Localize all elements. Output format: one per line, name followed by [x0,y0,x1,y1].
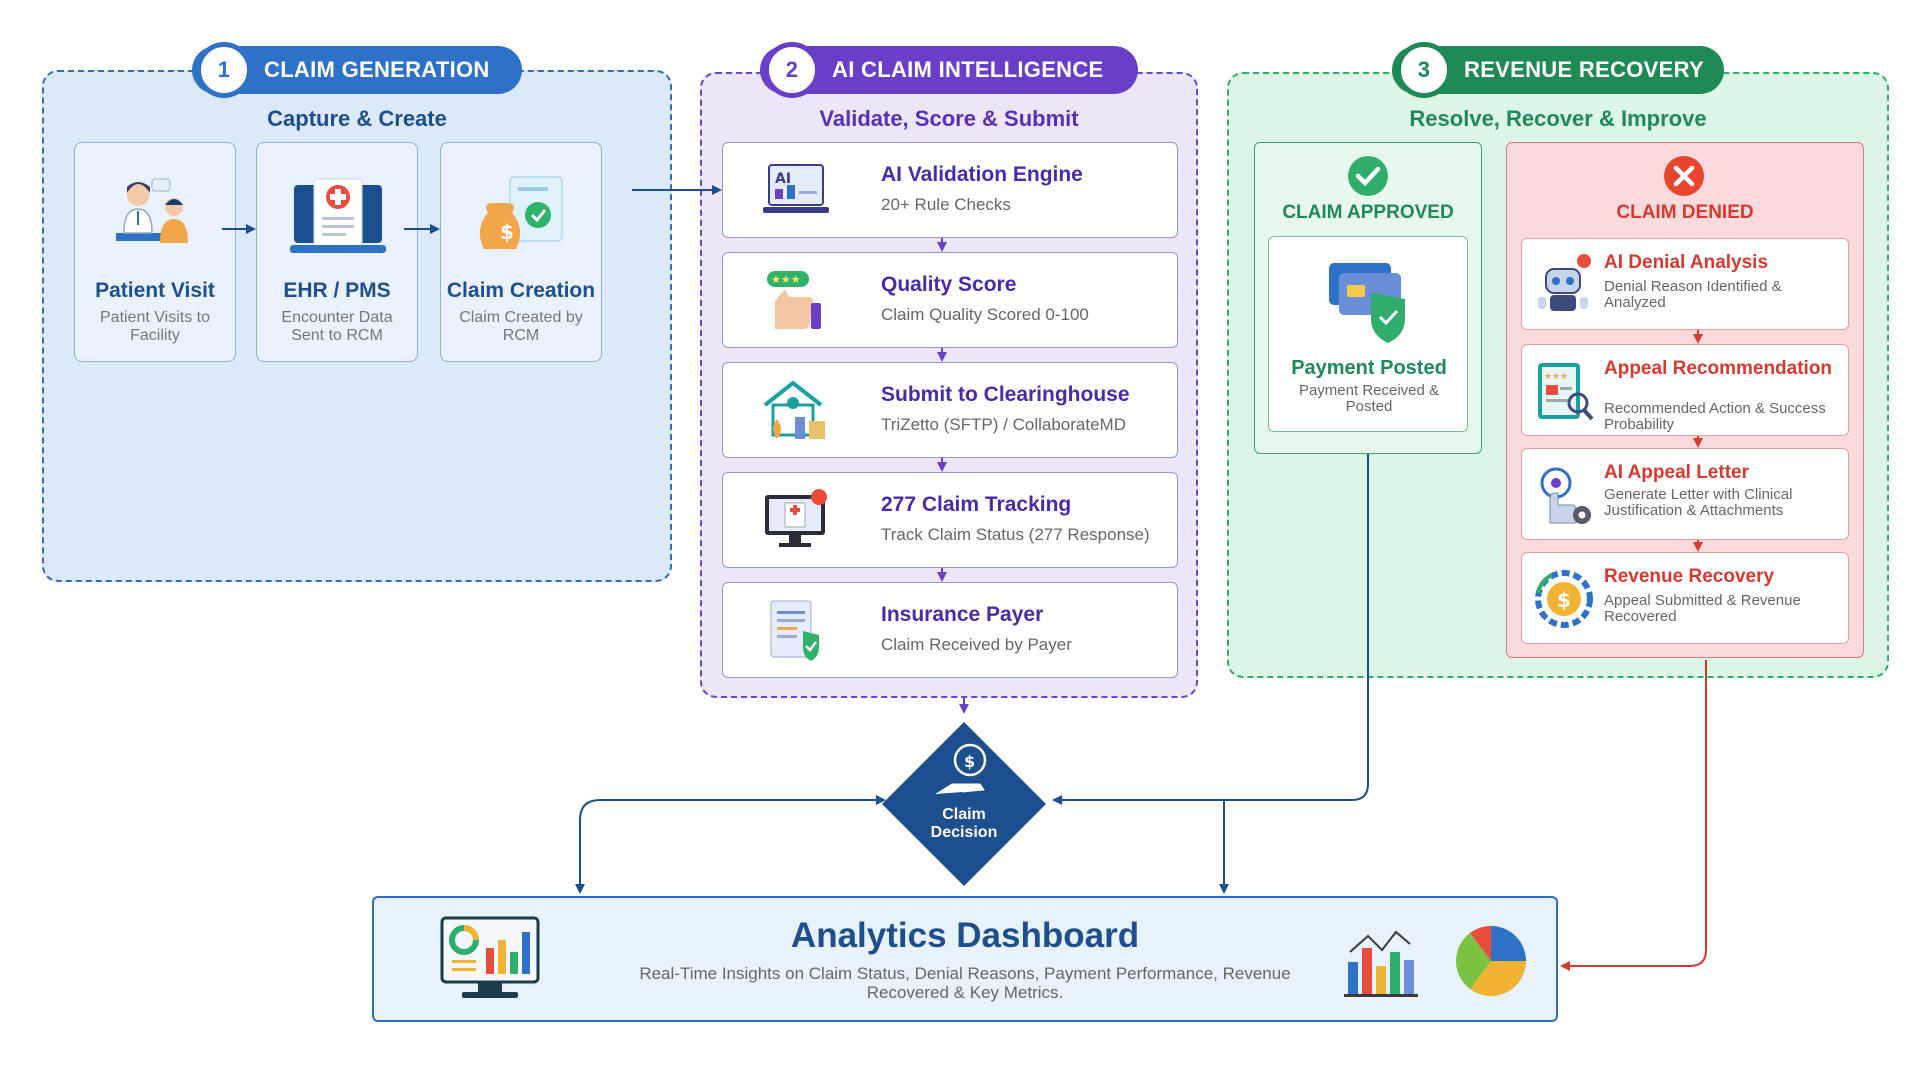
thumbs-up-icon: ★★★ [767,271,821,329]
svg-text:★★★: ★★★ [771,273,801,286]
ai-hand-gear-icon [1540,467,1591,524]
section-title: CLAIM GENERATION [264,57,490,82]
step-subtitle: TriZetto (SFTP) / CollaborateMD [881,415,1126,434]
step-card-revenue-recovery: $ Revenue Recovery Appeal Submitted & Re… [1521,552,1849,644]
check-circle-icon [1348,156,1388,196]
step-card-ai-appeal-letter: AI Appeal Letter Generate Letter with Cl… [1521,448,1849,540]
payment-posted-subtitle: Payment Received & Posted [1298,382,1440,415]
step-title: EHR / PMS [283,279,391,302]
step-subtitle: Denial Reason Identified & Analyzed [1604,278,1782,311]
step-title: Revenue Recovery [1604,566,1775,587]
section-subtitle: Capture & Create [267,106,447,131]
insurance-document-icon [770,600,819,661]
step-title: 277 Claim Tracking [881,493,1072,516]
step-card-quality-score: ★★★ Quality Score Claim Quality Scored 0… [722,252,1178,348]
ai-laptop-icon: AI [763,164,829,213]
robot-icon [1538,254,1591,311]
coin-gear-icon: $ [1535,570,1593,628]
step-subtitle: Appeal Submitted & Revenue Recovered [1604,592,1801,625]
svg-text:$: $ [1557,588,1571,612]
step-card-submit-clearinghouse: Submit to Clearinghouse TriZetto (SFTP) … [722,362,1178,458]
step-title: Claim Creation [446,279,596,302]
money-bag-icon: $ [479,176,563,249]
ehr-monitor-icon [290,178,386,253]
claim-decision-label: Claim Decision [930,806,998,841]
svg-text:$: $ [500,220,514,244]
svg-text:★★★: ★★★ [1544,372,1568,382]
step-card-patient-visit: Patient Visit Patient Visits to Facility [74,142,236,362]
step-subtitle: Generate Letter with Clinical Justificat… [1604,486,1793,519]
close-circle-icon [1664,156,1704,196]
pie-chart-icon [1456,926,1526,996]
analytics-title: Analytics Dashboard [790,916,1140,955]
section-title: REVENUE RECOVERY [1464,57,1704,82]
doctor-patient-icon [116,178,188,243]
payment-posted-card: Payment Posted Payment Received & Posted [1268,236,1468,432]
payment-posted-title: Payment Posted [1291,357,1447,379]
bar-chart-icon [1344,930,1418,997]
step-subtitle: Claim Created by RCM [459,309,583,344]
step-subtitle: Track Claim Status (277 Response) [881,525,1150,544]
step-title: AI Validation Engine [881,163,1083,186]
analytics-subtitle: Real-Time Insights on Claim Status, Deni… [639,964,1291,1002]
section-subtitle: Resolve, Recover & Improve [1409,106,1707,131]
step-title: AI Appeal Letter [1604,462,1749,483]
step-subtitle: Claim Quality Scored 0-100 [881,305,1089,324]
section-title: AI CLAIM INTELLIGENCE [832,57,1104,82]
tracking-monitor-icon [765,489,827,547]
step-subtitle: Claim Received by Payer [881,635,1072,654]
analytics-dashboard-panel: Analytics Dashboard Real-Time Insights o… [372,896,1558,1022]
section-subtitle: Validate, Score & Submit [819,106,1079,131]
step-subtitle: Recommended Action & Success Probability [1604,400,1826,433]
step-title: Patient Visit [95,279,215,302]
step-title: Insurance Payer [881,603,1044,626]
arrow-recovery-to-analytics [1560,660,1707,971]
step-title: AI Denial Analysis [1604,252,1769,273]
dashboard-monitor-icon [440,916,540,998]
credit-card-shield-icon [1329,263,1405,343]
section-header-ai-claim-intelligence: 2 AI CLAIM INTELLIGENCE [760,42,1138,98]
section-header-revenue-recovery: 3 REVENUE RECOVERY [1392,42,1724,98]
step-card-ehr-pms: EHR / PMS Encounter Data Sent to RCM [256,142,418,362]
step-subtitle: 20+ Rule Checks [881,195,1011,214]
claim-decision-diamond: $ [882,722,1046,886]
step-number-badge: 1 [196,42,252,98]
step-card-ai-denial-analysis: AI Denial Analysis Denial Reason Identif… [1521,238,1849,330]
step-title: Submit to Clearinghouse [881,383,1130,406]
step-card-ai-validation-engine: AI AI Validation Engine 20+ Rule Checks [722,142,1178,238]
step-title: Appeal Recommendation [1604,358,1833,379]
svg-text:$: $ [964,752,975,771]
svg-text:AI: AI [775,171,791,187]
clearinghouse-icon [763,380,825,439]
step-card-claim-creation: $ Claim Creation Claim Created by RCM [440,142,602,362]
step-card-appeal-recommendation: ★★★ Appeal Recommendation Recommended Ac… [1521,344,1849,436]
step-number-badge: 3 [1396,42,1452,98]
step-card-277-claim-tracking: 277 Claim Tracking Track Claim Status (2… [722,472,1178,568]
section-header-claim-generation: 1 CLAIM GENERATION [192,42,522,98]
step-title: Quality Score [881,273,1017,296]
step-number-badge: 2 [764,42,820,98]
step-subtitle: Patient Visits to Facility [100,309,210,344]
claim-approved-title: CLAIM APPROVED [1282,202,1454,223]
claim-denied-title: CLAIM DENIED [1616,202,1754,223]
appeal-tablet-icon: ★★★ [1538,363,1594,421]
step-card-insurance-payer: Insurance Payer Claim Received by Payer [722,582,1178,678]
step-subtitle: Encounter Data Sent to RCM [281,309,393,344]
